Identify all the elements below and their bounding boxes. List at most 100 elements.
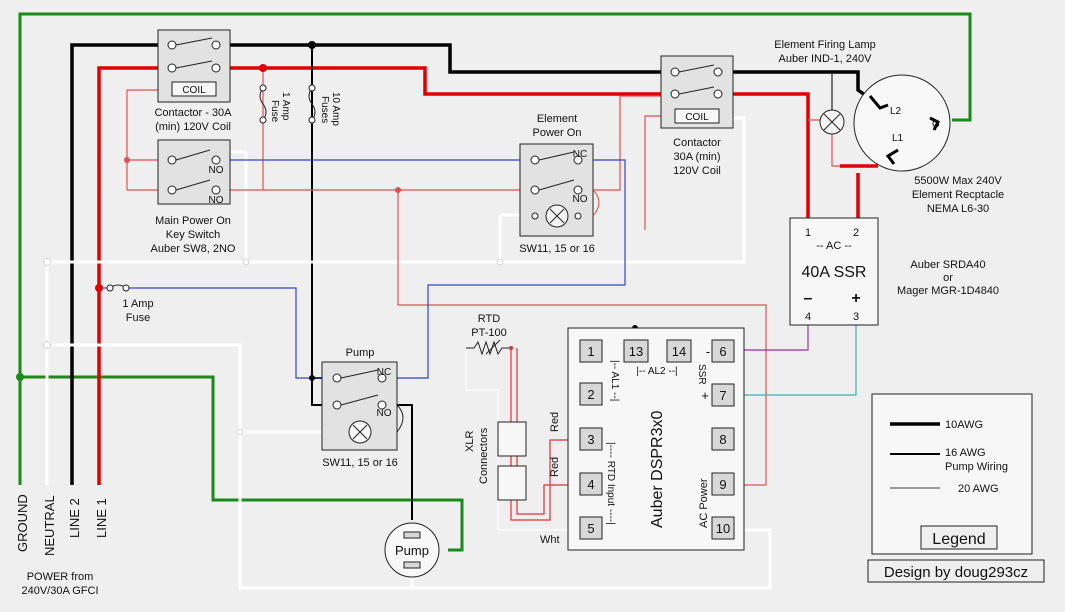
line2-to-receptacle: [731, 70, 874, 102]
rtd-wht: Wht: [540, 534, 560, 546]
pump-switch-no: NO: [377, 408, 392, 419]
svg-text:14: 14: [672, 344, 686, 359]
rtd-label-1: RTD: [478, 313, 500, 325]
fuse-pump-line1: 1 Amp: [122, 298, 153, 310]
ground-wires: [18, 12, 972, 552]
controller-terminal: 7: [711, 383, 735, 407]
ssr-model-1: Auber SRDA40: [910, 259, 985, 271]
credit: Design by doug293cz: [867, 559, 1045, 583]
controller-ssr-plus: +: [701, 388, 709, 403]
svg-text:4: 4: [587, 477, 594, 492]
rtd-sensor: RTD PT-100 XLR Connectors Red Red Wht: [464, 313, 561, 546]
controller-terminal: 10: [711, 516, 735, 540]
svg-text:8: 8: [719, 432, 726, 447]
line2-heavy-wires: [70, 43, 663, 485]
controller: 1 2 3 4 5 13 14 6: [567, 327, 745, 551]
fuse-1a-line1: 1 Amp: [280, 92, 291, 121]
ssr-model-3: Mager MGR-1D4840: [897, 285, 999, 297]
controller-name: Auber DSPR3x0: [649, 411, 666, 528]
svg-text:5: 5: [587, 521, 594, 536]
legend-item-3: 20 AWG: [958, 483, 999, 495]
ssr-model-2: or: [943, 272, 953, 284]
svg-text:13: 13: [629, 344, 643, 359]
legend-item-2-line2: Pump Wiring: [945, 461, 1008, 473]
ssr-t3: 3: [853, 311, 859, 323]
svg-text:1: 1: [587, 344, 594, 359]
controller-terminal: 8: [711, 427, 735, 451]
controller-al2: |-- AL2 --|: [636, 366, 677, 377]
rtd-red-2: Red: [549, 457, 561, 477]
svg-text:6: 6: [719, 344, 726, 359]
contactor-2-coil: COIL: [685, 112, 709, 123]
controller-terminal: 3: [579, 427, 603, 451]
credit-text: Design by doug293cz: [884, 564, 1028, 581]
controller-ssr-minus: -: [706, 344, 710, 359]
rtd-wires: [465, 348, 570, 531]
ssr-control-wires: [744, 325, 857, 396]
key-switch-no-2: NO: [209, 195, 224, 206]
contactor-1: COIL Contactor - 30A (min) 120V Coil: [154, 29, 232, 133]
rtd-label-2: PT-100: [471, 327, 506, 339]
ssr-minus: –: [804, 290, 813, 307]
element-switch-nc: NC: [573, 149, 587, 160]
xlr-label-1: XLR: [464, 431, 476, 452]
key-switch-label-1: Main Power On: [155, 215, 231, 227]
receptacle-icon: [853, 74, 951, 172]
key-switch-label-3: Auber SW8, 2NO: [151, 243, 236, 255]
xlr-label-2: Connectors: [478, 427, 490, 484]
ssr-plus: +: [851, 290, 860, 307]
legend-title: Legend: [932, 531, 985, 548]
element-firing-lamp: Element Firing Lamp Auber IND-1, 240V: [774, 39, 876, 135]
key-switch: NO NO Main Power On Key Switch Auber SW8…: [151, 139, 236, 255]
fuse-10a-line2: Fuses: [319, 96, 330, 123]
element-switch-label: SW11, 15 or 16: [519, 243, 595, 255]
contactor-2-label-2: 30A (min): [673, 151, 720, 163]
controller-terminal: 6: [711, 339, 735, 363]
ssr-t1: 1: [805, 227, 811, 239]
lamp-label-1: Element Firing Lamp: [774, 39, 876, 51]
label-neutral: NEUTRAL: [42, 495, 57, 556]
svg-text:9: 9: [719, 477, 726, 492]
label-line1: LINE 1: [94, 498, 109, 538]
svg-text:10: 10: [716, 521, 730, 536]
receptacle-l1: L1: [892, 133, 904, 144]
svg-text:3: 3: [587, 432, 594, 447]
pump-switch-title: Pump: [346, 347, 375, 359]
controller-ssr: SSR: [696, 364, 707, 385]
contactor-1-label-1: Contactor - 30A: [154, 107, 232, 119]
receptacle-l2: L2: [890, 106, 902, 117]
receptacle-label-2: Element Recptacle: [912, 189, 1004, 201]
contactor-1-label-2: (min) 120V Coil: [155, 121, 231, 133]
label-ground: GROUND: [15, 494, 30, 552]
controller-terminal: 5: [579, 516, 603, 540]
controller-rtd-input: |---- RTD Input ----|: [605, 442, 616, 525]
svg-text:2: 2: [587, 387, 594, 402]
key-switch-no-1: NO: [209, 165, 224, 176]
controller-terminal: 2: [579, 382, 603, 406]
controller-terminal: 14: [666, 339, 692, 363]
fuse-1a-line2: Fuse: [269, 100, 280, 123]
legend-item-1: 10AWG: [945, 419, 983, 431]
label-line2: LINE 2: [67, 498, 82, 538]
neutral-wires: [45, 116, 772, 590]
power-source-line1: POWER from: [27, 571, 94, 583]
controller-terminal: 4: [579, 472, 603, 496]
controller-ac-power: AC Power: [698, 478, 710, 528]
legend: 10AWG 16 AWG Pump Wiring 20 AWG Legend: [871, 393, 1033, 555]
contactor-2-label-3: 120V Coil: [673, 165, 721, 177]
element-switch-no: NO: [573, 194, 588, 205]
element-switch-title-1: Element: [537, 113, 577, 125]
fuses: 1 Amp Fuse 10 Amp Fuses 1 Amp Fuse: [106, 84, 341, 324]
controller-terminal: 13: [623, 339, 649, 363]
lamp-label-2: Auber IND-1, 240V: [779, 53, 873, 65]
rtd-red-1: Red: [549, 412, 561, 432]
pump-switch-nc: NC: [377, 367, 391, 378]
receptacle-g: G: [932, 119, 940, 130]
key-switch-label-2: Key Switch: [166, 229, 220, 241]
legend-item-2-line1: 16 AWG: [945, 447, 986, 459]
ssr: 1 2 -- AC -- 40A SSR – + 4 3 Auber SRDA4…: [789, 217, 999, 326]
ssr-ac: -- AC --: [816, 240, 852, 252]
contactor-2-label-1: Contactor: [673, 137, 721, 149]
